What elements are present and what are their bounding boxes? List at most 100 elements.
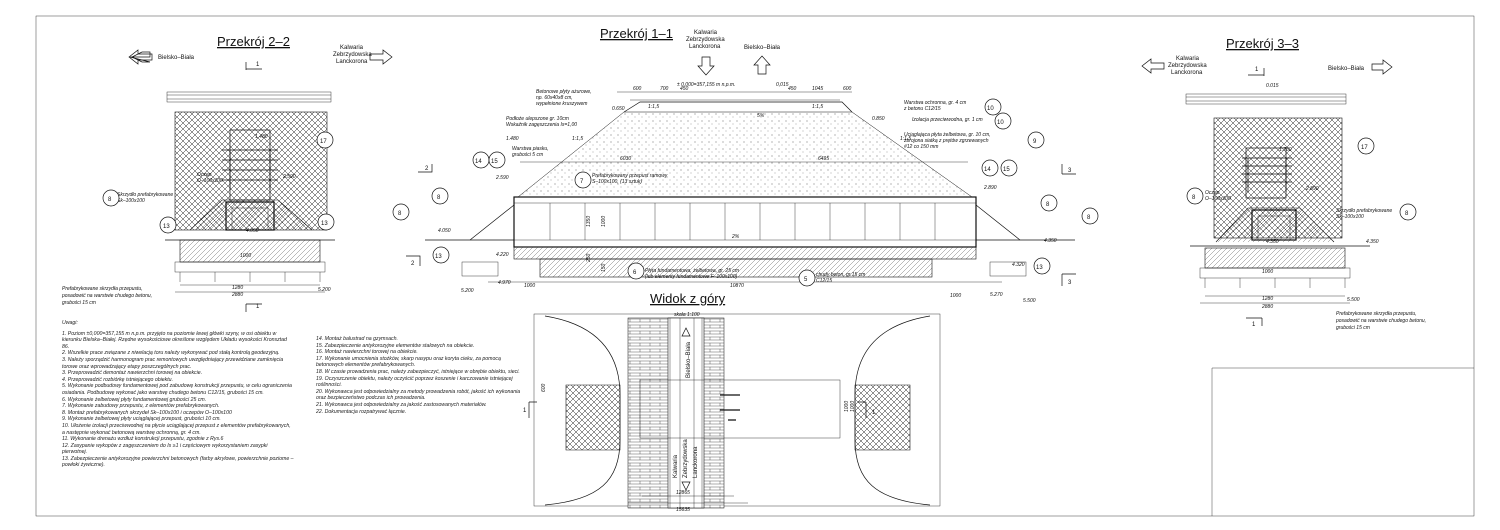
title-block-frame [1211, 367, 1474, 516]
svg-text:zbrojona siatką z prętów zgrze: zbrojona siatką z prętów zgrzewanych [903, 138, 989, 144]
svg-text:1:1,5: 1:1,5 [812, 104, 823, 110]
svg-text:450: 450 [788, 86, 797, 92]
svg-text:± 0,000=357,155 m n.p.m.: ± 0,000=357,155 m n.p.m. [677, 82, 735, 88]
dir-right-2: Zebrzydowska [333, 52, 372, 58]
svg-text:6030: 6030 [620, 156, 631, 162]
svg-text:4.350: 4.350 [1044, 238, 1057, 244]
svg-text:grubości 15 cm: grubości 15 cm [1336, 325, 1370, 331]
svg-text:Lanckorona: Lanckorona [1171, 70, 1203, 76]
svg-text:1045: 1045 [812, 86, 823, 92]
svg-text:8: 8 [1192, 195, 1196, 201]
arrow-right-icon [369, 49, 393, 65]
svg-text:1: 1 [256, 304, 260, 310]
svg-text:Zebrzydowska: Zebrzydowska [683, 439, 689, 478]
svg-text:2.890: 2.890 [1305, 186, 1319, 192]
svg-text:1: 1 [1252, 322, 1256, 328]
railing [222, 149, 278, 190]
svg-text:4.320: 4.320 [1012, 262, 1025, 268]
svg-text:5%: 5% [757, 113, 765, 119]
svg-text:1:1,5: 1:1,5 [900, 136, 911, 142]
svg-text:posadowić na warstwie chudego: posadowić na warstwie chudego betonu, [1335, 318, 1426, 324]
svg-text:1280: 1280 [1262, 296, 1273, 302]
svg-text:O–100x100: O–100x100 [197, 178, 223, 184]
svg-text:5: 5 [804, 277, 808, 283]
svg-text:13: 13 [1036, 265, 1043, 271]
svg-text:3: 3 [1068, 168, 1072, 174]
svg-text:8: 8 [1405, 211, 1409, 217]
svg-text:Kalwaria: Kalwaria [694, 30, 718, 36]
svg-text:2.890: 2.890 [983, 185, 997, 191]
svg-text:1000: 1000 [601, 216, 607, 227]
svg-text:Uciąglająca płyta żelbetowa, g: Uciąglająca płyta żelbetowa, gr. 10 cm, [904, 132, 991, 138]
dir-right-3: Lanckorona [336, 59, 368, 65]
svg-text:5.200: 5.200 [318, 287, 331, 293]
svg-text:posadowić na warstwie chudego: posadowić na warstwie chudego betonu, [61, 293, 152, 299]
svg-text:Bielsko–Biała: Bielsko–Biała [744, 45, 781, 51]
svg-text:4.050: 4.050 [438, 228, 451, 234]
svg-text:9: 9 [1033, 139, 1037, 145]
svg-text:0.650: 0.650 [612, 106, 625, 112]
svg-text:Podłoże ulepszone gr. 10cm: Podłoże ulepszone gr. 10cm [506, 116, 569, 122]
dir-right-1: Kalwaria [340, 45, 364, 51]
arrow-right-icon [1371, 59, 1393, 75]
svg-text:12865: 12865 [676, 490, 690, 496]
svg-text:250: 250 [586, 253, 592, 263]
svg-text:10: 10 [987, 106, 994, 112]
svg-text:1.480: 1.480 [255, 134, 268, 140]
svg-text:1:1,5: 1:1,5 [648, 104, 659, 110]
svg-text:150: 150 [601, 263, 607, 272]
sheet-border [35, 15, 1475, 517]
svg-text:1.780: 1.780 [1279, 147, 1292, 153]
svg-text:0,015: 0,015 [776, 82, 789, 88]
svg-text:4.050: 4.050 [246, 228, 259, 234]
svg-text:13: 13 [163, 224, 170, 230]
svg-text:(lub elementy fundamentowe F–1: (lub elementy fundamentowe F–100x100) [645, 274, 738, 280]
svg-text:O–100x100: O–100x100 [1205, 196, 1231, 202]
arrow-left-icon [128, 49, 153, 65]
svg-text:1000: 1000 [950, 293, 961, 299]
svg-text:Kalwaria: Kalwaria [673, 454, 679, 478]
svg-text:5.270: 5.270 [990, 292, 1003, 298]
svg-text:1000: 1000 [850, 401, 856, 412]
svg-text:2%: 2% [731, 234, 740, 240]
svg-text:Sk–100x100: Sk–100x100 [1336, 214, 1364, 220]
svg-text:0.015: 0.015 [1266, 83, 1279, 89]
svg-text:2.590: 2.590 [495, 175, 509, 181]
svg-text:1000: 1000 [844, 401, 850, 412]
svg-text:4.350: 4.350 [1366, 239, 1379, 245]
svg-text:Bielsko–Biała: Bielsko–Biała [686, 341, 692, 378]
svg-text:Lanckorona: Lanckorona [689, 44, 721, 50]
top-view: Widok z góry skala 1:100 Bielsko–Biała K… [523, 291, 941, 513]
svg-text:700: 700 [660, 86, 669, 92]
svg-text:5.500: 5.500 [1347, 297, 1360, 303]
arrow-left-icon [129, 51, 151, 63]
svg-text:2: 2 [411, 261, 415, 267]
svg-text:15: 15 [491, 159, 498, 165]
section-1-1: Przekrój 1–1 Kalwaria Zebrzydowska Lanck… [392, 26, 1099, 304]
svg-text:7: 7 [580, 179, 584, 185]
svg-text:Zebrzydowska: Zebrzydowska [686, 37, 725, 43]
svg-text:10870: 10870 [730, 283, 744, 289]
arrow-up-icon [753, 55, 771, 75]
svg-text:15: 15 [1003, 167, 1010, 173]
svg-text:1:1,5: 1:1,5 [572, 136, 583, 142]
svg-text:8: 8 [1046, 202, 1050, 208]
svg-text:Skrzydło prefabrykowane: Skrzydło prefabrykowane [117, 192, 173, 198]
svg-text:Warstwa ochronna, gr. 4 cm: Warstwa ochronna, gr. 4 cm [904, 100, 966, 106]
svg-text:6495: 6495 [818, 156, 829, 162]
svg-text:8: 8 [398, 211, 402, 217]
svg-text:1: 1 [1255, 67, 1259, 73]
svg-text:17: 17 [320, 139, 327, 145]
svg-text:grubości 15 cm: grubości 15 cm [62, 300, 96, 306]
top-view-title: Widok z góry [650, 291, 726, 306]
svg-text:5.200: 5.200 [461, 288, 474, 294]
arrow-down-icon [697, 56, 715, 76]
svg-text:600: 600 [633, 86, 642, 92]
notes-left: Uwagi: 1. Poziom ±0,000=357,155 m n.p.m.… [62, 320, 294, 469]
svg-text:1000: 1000 [1262, 269, 1273, 275]
svg-text:1: 1 [523, 408, 527, 414]
svg-text:C12/15: C12/15 [816, 278, 832, 284]
section-3-3-title: Przekrój 3–3 [1226, 36, 1299, 51]
svg-text:wypełnione kruszywem: wypełnione kruszywem [536, 101, 587, 107]
culvert-barrel [513, 196, 977, 248]
